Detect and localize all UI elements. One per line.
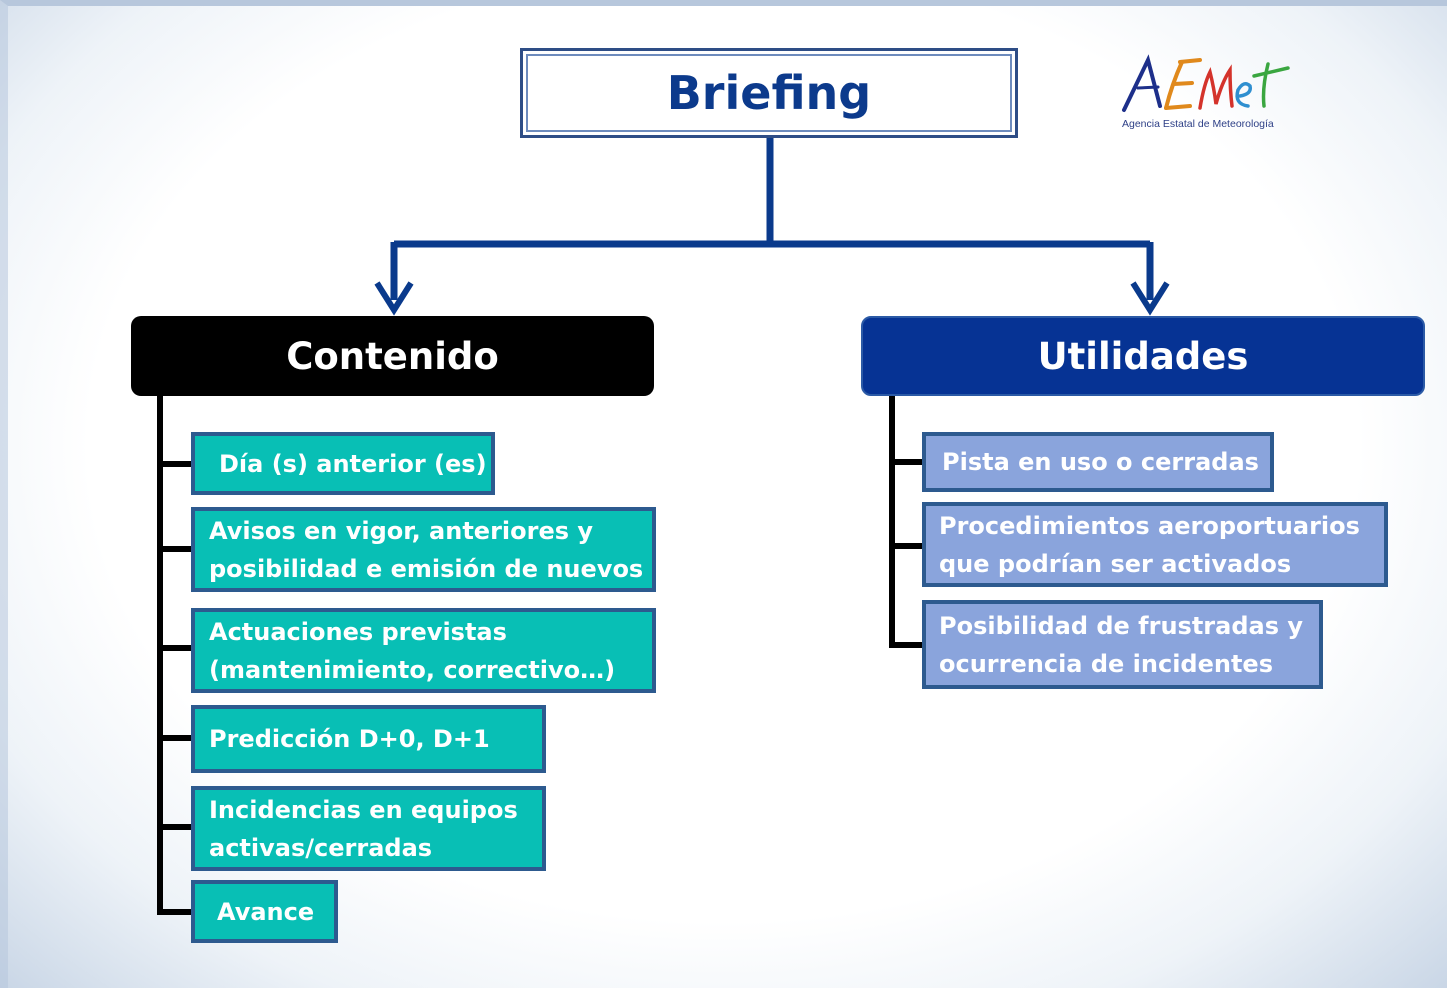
contenido-item-label: Incidencias en equipos activas/cerradas <box>209 795 518 862</box>
utilidades-item-label: Pista en uso o cerradas <box>942 448 1259 476</box>
aemet-logo: Agencia Estatal de Meteorología <box>1118 54 1298 134</box>
briefing-title: Briefing <box>666 66 872 120</box>
contenido-item-label: Avance <box>217 897 315 926</box>
utilidades-item-pista: Pista en uso o cerradas <box>922 432 1274 492</box>
contenido-item-label: Actuaciones previstas (mantenimiento, co… <box>209 617 616 684</box>
briefing-title-inner: Briefing <box>526 54 1012 132</box>
utilidades-item-procedimientos: Procedimientos aeroportuarios que podría… <box>922 502 1388 587</box>
contenido-item-prediccion: Predicción D+0, D+1 <box>191 705 546 773</box>
aemet-logo-subtitle: Agencia Estatal de Meteorología <box>1122 118 1274 130</box>
contenido-header: Contenido <box>131 316 654 396</box>
contenido-item-label: Predicción D+0, D+1 <box>209 725 490 753</box>
contenido-item-label: Avisos en vigor, anteriores y posibilida… <box>209 516 644 583</box>
contenido-item-avance: Avance <box>191 880 338 943</box>
utilidades-item-label: Posibilidad de frustradas y ocurrencia d… <box>939 611 1303 678</box>
briefing-title-box: Briefing <box>520 48 1018 138</box>
contenido-item-label: Día (s) anterior (es) <box>219 449 487 478</box>
utilidades-header-label: Utilidades <box>1037 334 1249 378</box>
utilidades-item-frustradas: Posibilidad de frustradas y ocurrencia d… <box>922 600 1323 689</box>
contenido-item-actuaciones: Actuaciones previstas (mantenimiento, co… <box>191 608 656 693</box>
contenido-header-label: Contenido <box>286 334 499 378</box>
contenido-item-incidencias: Incidencias en equipos activas/cerradas <box>191 786 546 871</box>
aemet-logo-mark <box>1122 54 1290 112</box>
utilidades-header: Utilidades <box>861 316 1425 396</box>
utilidades-item-label: Procedimientos aeroportuarios que podría… <box>939 511 1360 578</box>
contenido-item-avisos: Avisos en vigor, anteriores y posibilida… <box>191 507 656 592</box>
contenido-item-dia-anterior: Día (s) anterior (es) <box>191 432 495 495</box>
